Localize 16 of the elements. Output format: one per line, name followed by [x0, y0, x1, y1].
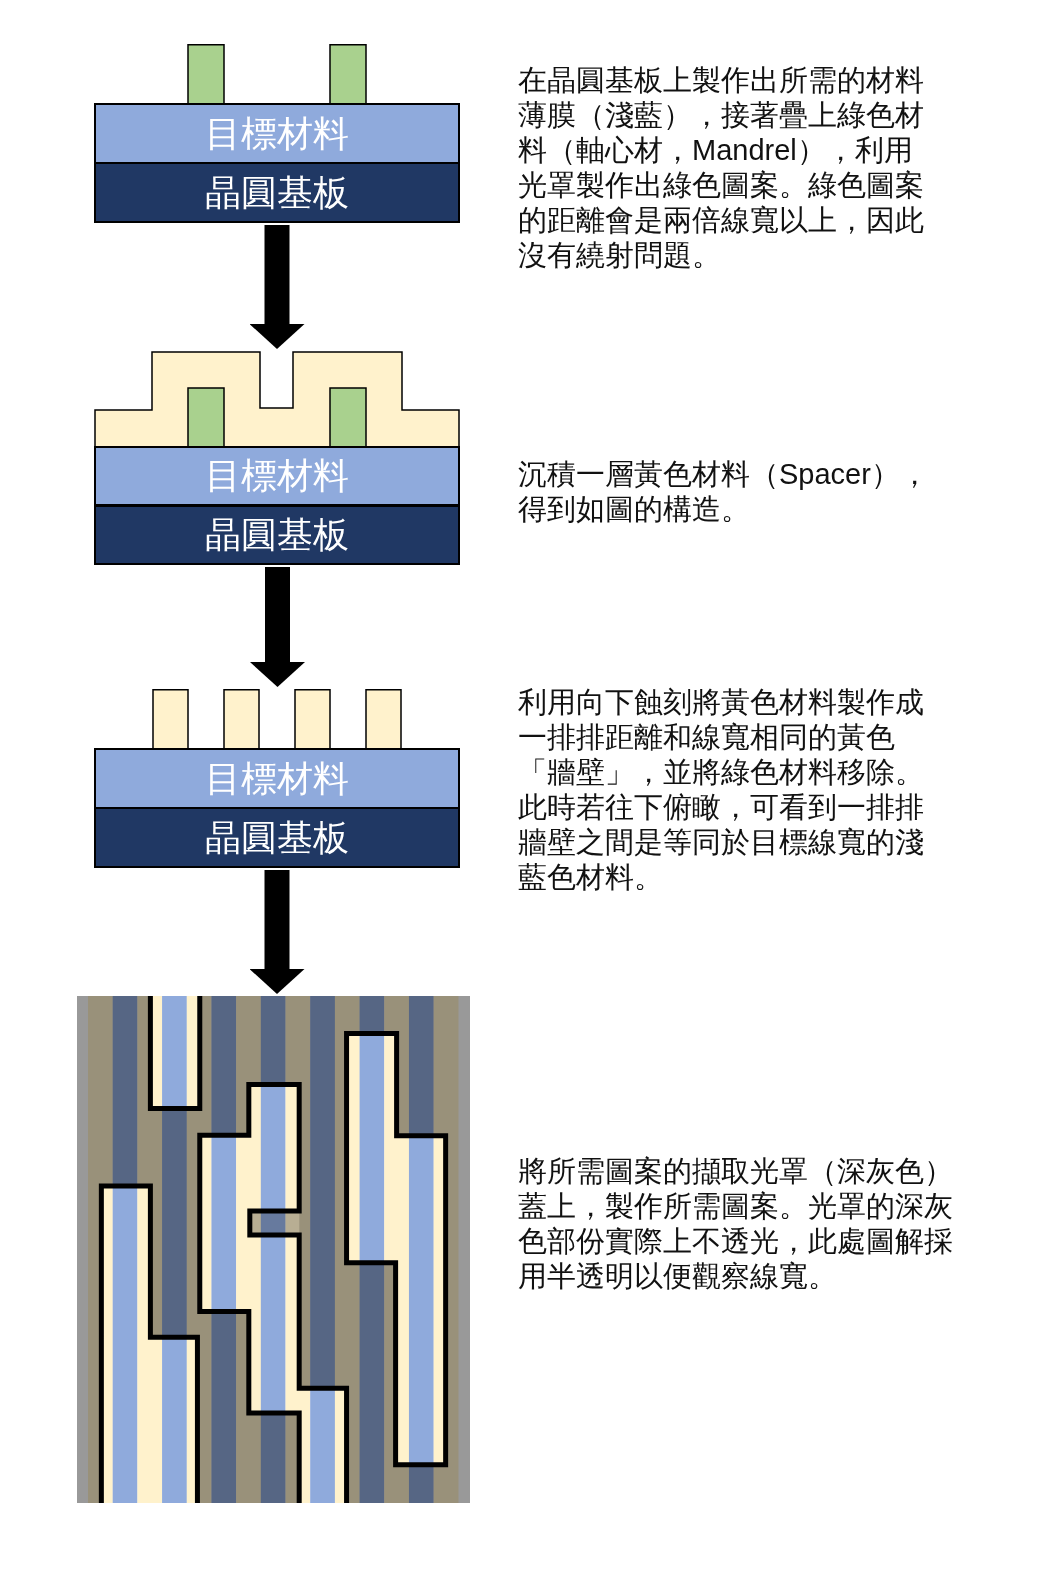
target-material-layer: 目標材料 — [94, 103, 460, 164]
target-material-layer: 目標材料 — [94, 446, 460, 506]
mask-top-view-drawing — [77, 996, 470, 1503]
wafer-substrate-layer: 晶圓基板 — [94, 505, 460, 565]
arrow — [250, 567, 305, 687]
spacer-wall-drawing — [152, 689, 403, 748]
arrow — [249, 870, 305, 994]
description-text: 將所需圖案的擷取光罩（深灰色）蓋上，製作所需圖案。光罩的深灰色部份實際上不透光，此處圖解採用半透明以便觀察線寬。 — [518, 1154, 954, 1294]
description-text: 沉積一層黃色材料（Spacer），得到如圖的構造。 — [518, 457, 930, 527]
description-text: 利用向下蝕刻將黃色材料製作成一排排距離和線寬相同的黃色「牆壁」，並將綠色材料移除。此時若往下俯瞰，可看到一排排牆壁之間是等同於目標線寬的淺藍色材料。 — [518, 685, 925, 895]
arrow — [249, 225, 305, 349]
spacer-deposition-drawing — [94, 351, 460, 446]
description-text: 在晶圓基板上製作出所需的材料薄膜（淺藍），接著疊上綠色材料（軸心材，Mandrel），利用光罩製作出綠色圖案。綠色圖案的距離會是兩倍線寬以上，因此沒有繞射問題。 — [518, 63, 925, 273]
wafer-substrate-layer: 晶圓基板 — [94, 162, 460, 223]
target-material-layer: 目標材料 — [94, 748, 460, 809]
wafer-substrate-layer: 晶圓基板 — [94, 807, 460, 868]
